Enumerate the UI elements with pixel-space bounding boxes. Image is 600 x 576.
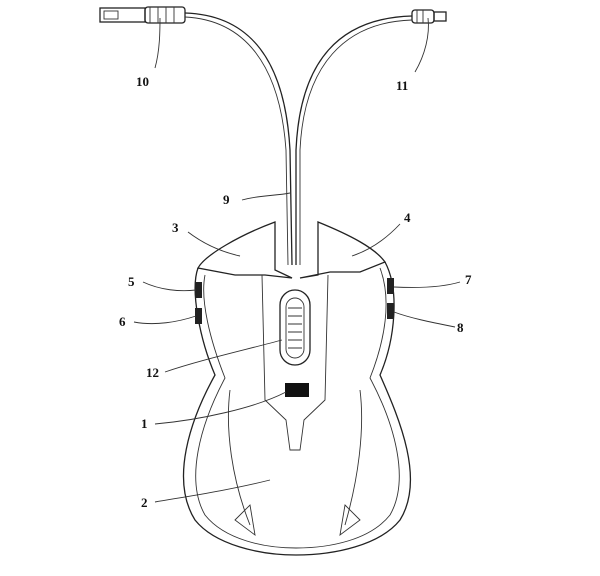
label-1: 1	[141, 416, 148, 431]
micro-usb-connector	[411, 9, 447, 24]
label-7: 7	[465, 272, 472, 287]
label-10: 10	[136, 74, 149, 89]
label-12: 12	[146, 365, 159, 380]
usb-connector	[99, 6, 186, 24]
leader-lines	[133, 17, 461, 503]
label-9: 9	[223, 192, 230, 207]
label-8: 8	[457, 320, 464, 335]
label-6: 6	[119, 314, 126, 329]
label-11: 11	[396, 78, 408, 93]
label-2: 2	[141, 495, 148, 510]
cables	[184, 12, 413, 266]
label-5: 5	[128, 274, 135, 289]
mouse-body	[182, 221, 412, 556]
label-3: 3	[172, 220, 179, 235]
label-4: 4	[404, 210, 411, 225]
